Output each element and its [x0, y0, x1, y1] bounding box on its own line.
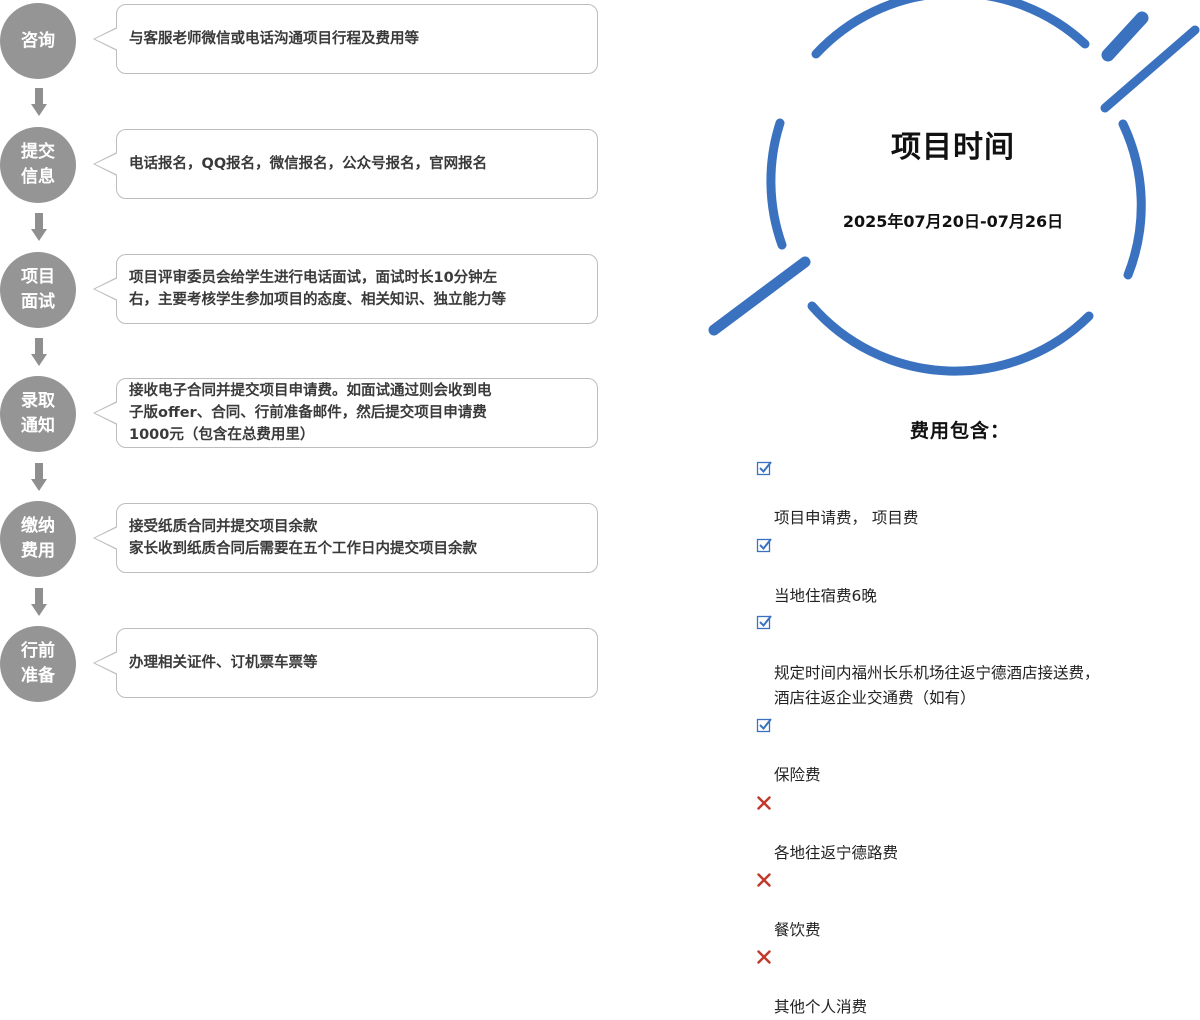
- fee-item-text: 项目申请费， 项目费: [774, 509, 919, 528]
- ring-arc-bottom: [807, 301, 1094, 376]
- fee-list: 项目申请费， 项目费 当地住宿费6晚 规定时间内福州长乐机场往返宁德酒店接送费，…: [756, 455, 1100, 1020]
- step-label: 行前: [21, 641, 55, 661]
- fee-item-text: 保险费: [774, 766, 821, 785]
- ring-slash-bottom: [708, 256, 811, 336]
- fee-item-included: 项目申请费， 项目费: [756, 455, 1100, 532]
- step-text: 接受纸质合同并提交项目余款 家长收到纸质合同后需要在五个工作日内提交项目余款: [129, 519, 477, 557]
- down-arrow-icon: [31, 88, 47, 118]
- ring-arc-right: [1118, 119, 1146, 280]
- step-text: 电话报名，QQ报名，微信报名，公众号报名，官网报名: [129, 156, 488, 172]
- step-label: 提交: [21, 142, 55, 162]
- step-label: 费用: [21, 541, 55, 561]
- fee-item-included: 规定时间内福州长乐机场往返宁德酒店接送费， 酒店往返企业交通费（如有）: [756, 609, 1100, 712]
- step-bubble-consult: 与客服老师微信或电话沟通项目行程及费用等: [93, 4, 598, 74]
- fee-item-included: 保险费: [756, 712, 1100, 789]
- step-bubble-interview: 项目评审委员会给学生进行电话面试，面试时长10分钟左 右，主要考核学生参加项目的…: [93, 254, 598, 324]
- step-circle-consult: 咨询: [0, 3, 76, 79]
- down-arrow-icon: [31, 213, 47, 243]
- step-text: 与客服老师微信或电话沟通项目行程及费用等: [129, 31, 419, 47]
- step-text: 项目评审委员会给学生进行电话面试，面试时长10分钟左 右，主要考核学生参加项目的…: [129, 270, 506, 308]
- decorative-ring: [708, 0, 1200, 376]
- step-circle-payment: 缴纳费用: [0, 501, 76, 577]
- ring-arc-top: [811, 0, 1090, 59]
- step-circle-preparation: 行前准备: [0, 626, 76, 702]
- ring-arc-left: [766, 118, 787, 250]
- check-icon: [756, 538, 772, 553]
- cross-icon: [757, 950, 771, 965]
- cross-icon: [757, 796, 771, 810]
- step-text: 办理相关证件、订机票车票等: [129, 655, 318, 671]
- fee-item-text: 各地往返宁德路费: [774, 843, 899, 862]
- step-bubble-submit-info: 电话报名，QQ报名，微信报名，公众号报名，官网报名: [93, 129, 598, 199]
- fee-item-excluded: 餐饮费: [756, 866, 1100, 943]
- step-text: 接收电子合同并提交项目申请费。如面试通过则会收到电 子版offer、合同、行前准…: [129, 383, 492, 443]
- down-arrow-icon: [31, 463, 47, 493]
- step-circle-submit-info: 提交信息: [0, 127, 76, 203]
- check-icon: [756, 461, 772, 476]
- fee-item-text: 餐饮费: [774, 920, 821, 939]
- step-circle-interview: 项目面试: [0, 252, 76, 328]
- fee-item-included: 当地住宿费6晚: [756, 532, 1100, 609]
- fee-item-text: 当地住宿费6晚: [774, 586, 877, 605]
- step-circle-admission: 录取通知: [0, 376, 76, 452]
- fee-item-excluded: 各地往返宁德路费: [756, 789, 1100, 866]
- ring-slash-top: [1101, 11, 1149, 62]
- fee-item-text: 规定时间内福州长乐机场往返宁德酒店接送费， 酒店往返企业交通费（如有）: [774, 663, 1100, 708]
- step-bubble-preparation: 办理相关证件、订机票车票等: [93, 628, 598, 698]
- fees-title: 费用包含：: [909, 420, 1010, 442]
- step-label: 缴纳: [21, 516, 55, 536]
- step-label: 信息: [21, 167, 55, 187]
- step-label: 项目: [21, 267, 55, 287]
- step-label: 咨询: [21, 30, 55, 51]
- step-label: 面试: [21, 292, 55, 312]
- step-bubble-admission: 接收电子合同并提交项目申请费。如面试通过则会收到电 子版offer、合同、行前准…: [93, 378, 598, 448]
- fee-item-text: 其他个人消费: [774, 997, 868, 1016]
- schedule-range: 2025年07月20日-07月26日: [842, 212, 1064, 231]
- down-arrow-icon: [31, 338, 47, 368]
- ring-slash-top-thin: [1100, 25, 1200, 113]
- step-label: 准备: [21, 666, 55, 686]
- fee-item-excluded: 其他个人消费: [756, 943, 1100, 1020]
- check-icon: [756, 615, 772, 630]
- step-label: 通知: [21, 416, 55, 436]
- check-icon: [756, 718, 772, 733]
- step-bubble-payment: 接受纸质合同并提交项目余款 家长收到纸质合同后需要在五个工作日内提交项目余款: [93, 503, 598, 573]
- down-arrow-icon: [31, 588, 47, 618]
- schedule-title: 项目时间: [891, 130, 1015, 165]
- step-label: 录取: [21, 391, 55, 411]
- cross-icon: [757, 873, 771, 887]
